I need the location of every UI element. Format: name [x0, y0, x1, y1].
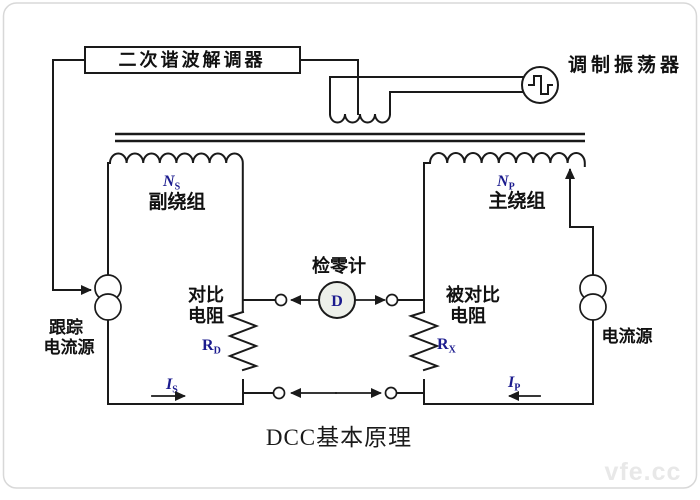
feedback-wire: [52, 59, 86, 291]
primary-loop-wire: [423, 152, 586, 313]
ns-label: NS: [162, 173, 181, 193]
terminal-node-bottom-left: [272, 386, 286, 400]
test-resistor-name-line2: 电阻: [450, 305, 486, 326]
rd-resistor-zigzag: [226, 310, 260, 372]
detector-circle: [318, 281, 356, 319]
current-source-symbol-2: [579, 293, 607, 321]
current-source-label: 电流源: [602, 326, 653, 346]
rx-resistor-zigzag: [407, 310, 441, 372]
demodulator-label: 二次谐波解调器: [119, 49, 266, 70]
terminal-node-bottom-right: [384, 386, 398, 400]
oscillator-wire-lower: [389, 91, 524, 115]
secondary-winding-label: 副绕组: [148, 190, 205, 213]
primary-loop-right-wire: [423, 226, 594, 405]
oscillator-label: 调制振荡器: [568, 53, 683, 76]
is-label: IS: [165, 376, 178, 396]
null-detector-label: 检零计: [312, 255, 366, 276]
ip-label: IP: [507, 374, 520, 394]
watermark: vfe.cc: [605, 458, 682, 486]
np-label: NP: [496, 173, 515, 193]
terminal-node-top-right: [385, 293, 399, 307]
ref-resistor-name-line1: 对比: [188, 284, 224, 305]
diagram-title: DCC基本原理: [266, 425, 412, 450]
ref-resistor-name-line2: 电阻: [188, 305, 224, 326]
tracking-source-label-line2: 电流源: [44, 337, 95, 357]
demodulator-box: [84, 46, 301, 74]
test-resistor-name-line1: 被对比: [446, 284, 500, 305]
tracking-source-label-line1: 跟踪: [49, 317, 83, 337]
rd-label: RD: [202, 337, 221, 357]
secondary-loop-wire: [107, 152, 244, 405]
rx-label: RX: [437, 336, 457, 356]
square-wave-icon: [528, 75, 553, 95]
terminal-node-top-left: [274, 293, 288, 307]
image-frame: [2, 2, 698, 489]
oscillator-wire-upper: [329, 76, 525, 115]
primary-winding-label: 主绕组: [488, 189, 545, 212]
tracking-current-source-symbol-2: [94, 293, 122, 321]
detector-symbol: D: [331, 293, 343, 310]
secondary-loop-bottom-wire: [107, 379, 244, 405]
excitation-winding-coil: [328, 112, 392, 124]
demodulator-output-wire: [299, 59, 359, 115]
